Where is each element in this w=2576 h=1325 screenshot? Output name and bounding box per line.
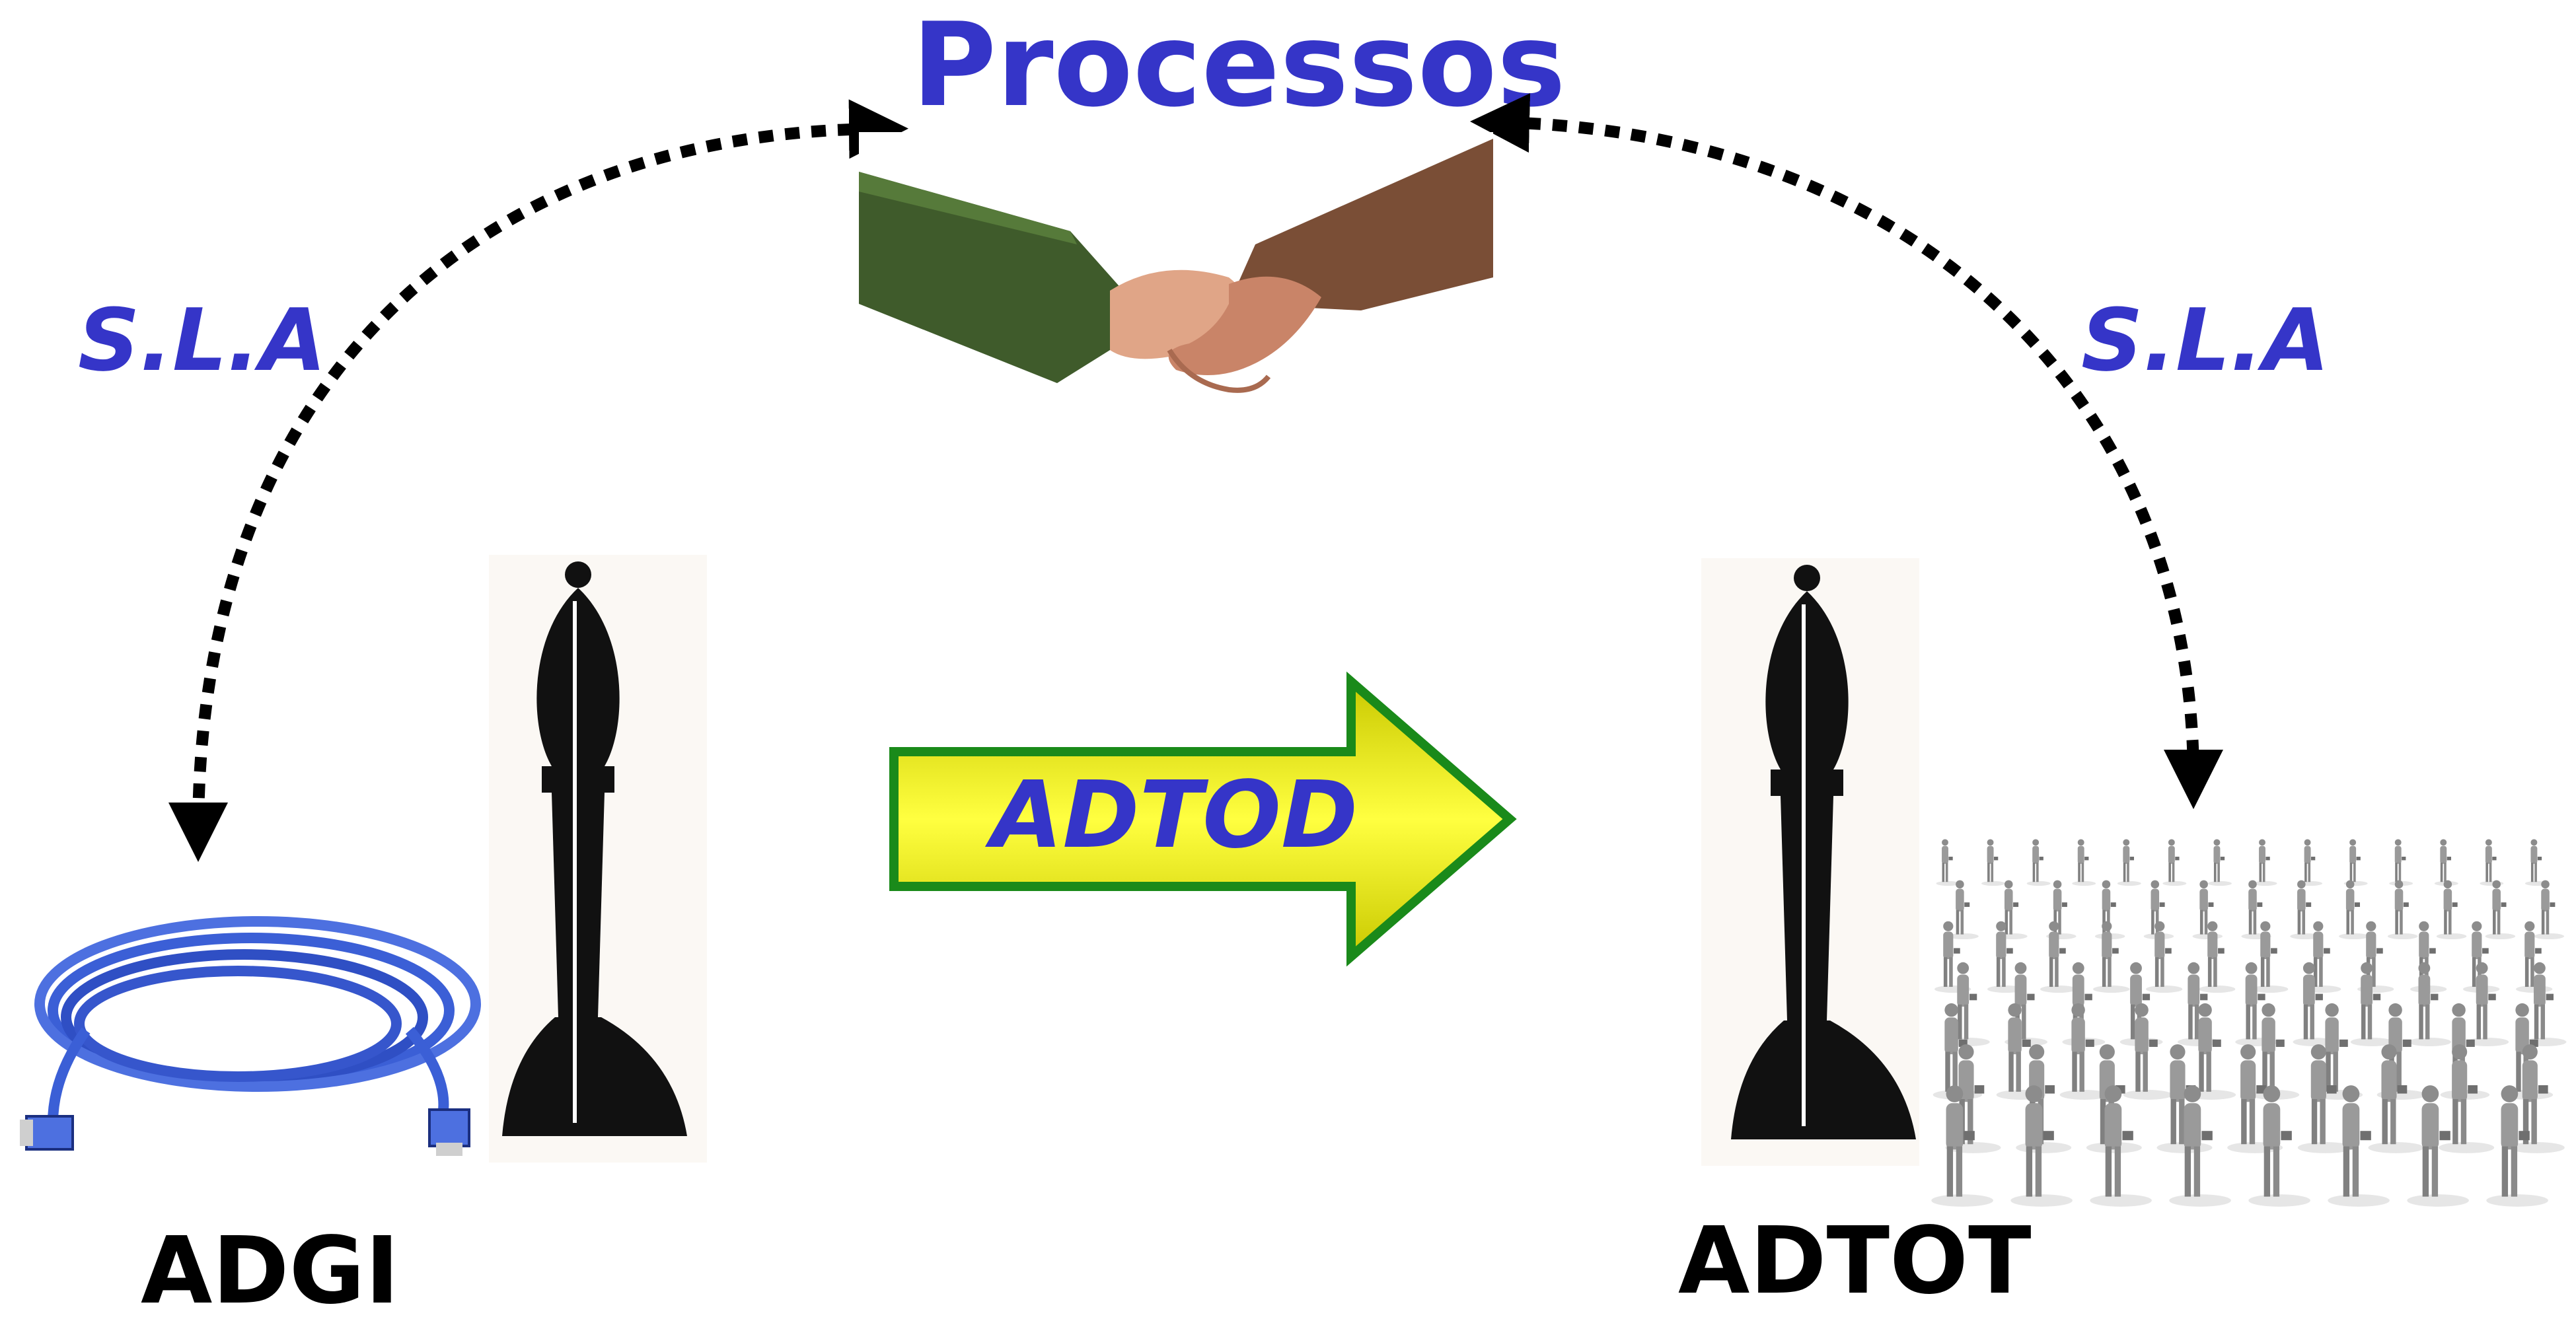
crowd-person bbox=[2093, 921, 2130, 993]
crowd-person bbox=[2407, 1085, 2469, 1207]
crowd-person bbox=[2524, 839, 2549, 886]
arrow-label: ADTOD bbox=[991, 762, 1358, 869]
crowd-person bbox=[2045, 880, 2077, 940]
crowd-person bbox=[2534, 880, 2565, 940]
crowd-person bbox=[1948, 880, 1979, 940]
crowd-person bbox=[2368, 1044, 2424, 1153]
crowd-person bbox=[2072, 839, 2096, 886]
crowd-person bbox=[2123, 1003, 2173, 1100]
crowd-person bbox=[2293, 962, 2336, 1046]
crowd-person bbox=[2480, 839, 2504, 886]
crowd-person bbox=[2059, 1003, 2110, 1100]
crowd-person bbox=[2117, 839, 2141, 886]
crowd-person bbox=[2339, 880, 2369, 940]
sla-right-connector bbox=[1470, 93, 2223, 809]
adgi-label: ADGI bbox=[141, 1217, 400, 1325]
crowd-person bbox=[2389, 839, 2413, 886]
crowd-person bbox=[2439, 1044, 2495, 1153]
crowd-person bbox=[2010, 1085, 2073, 1207]
crowd-person bbox=[1987, 921, 2024, 993]
crowd-person bbox=[2253, 839, 2277, 886]
crowd-person bbox=[2192, 880, 2223, 940]
crowd-person bbox=[2523, 962, 2567, 1046]
crowd-person bbox=[2040, 921, 2077, 993]
crowd-person bbox=[2090, 1085, 2152, 1207]
network-cable-icon bbox=[20, 916, 481, 1156]
crowd-person bbox=[2199, 921, 2236, 993]
crowd-person bbox=[2387, 880, 2418, 940]
chess-bishop-icon-right bbox=[1701, 558, 1919, 1166]
crowd-person bbox=[1936, 839, 1960, 886]
sla-label-right: S.L.A bbox=[2081, 290, 2330, 390]
crowd-person bbox=[2169, 1085, 2231, 1207]
crowd-person bbox=[2235, 962, 2279, 1046]
crowd-person bbox=[1931, 1085, 1993, 1207]
transition-arrow bbox=[889, 671, 1517, 967]
crowd-person bbox=[2156, 1044, 2213, 1153]
crowd-person bbox=[2252, 921, 2289, 993]
crowd-person bbox=[2290, 880, 2320, 940]
crowd-person bbox=[2486, 1085, 2548, 1207]
crowd-person bbox=[2094, 880, 2125, 940]
crowd-people-icon bbox=[1931, 839, 2567, 1207]
crowd-person bbox=[2408, 962, 2451, 1046]
crowd-person bbox=[2350, 962, 2394, 1046]
handshake-icon bbox=[859, 132, 1493, 449]
crowd-person bbox=[2343, 839, 2368, 886]
crowd-person bbox=[2086, 1044, 2142, 1153]
crowd-person bbox=[2434, 839, 2458, 886]
crowd-person bbox=[2026, 839, 2051, 886]
crowd-person bbox=[1932, 1003, 1983, 1100]
crowd-person bbox=[2146, 921, 2183, 993]
crowd-person bbox=[2299, 839, 2323, 886]
crowd-person bbox=[2328, 1085, 2390, 1207]
crowd-person bbox=[2509, 1044, 2565, 1153]
crowd-person bbox=[2162, 839, 2187, 886]
crowd-person bbox=[2207, 839, 2232, 886]
chess-bishop-icon-left bbox=[489, 555, 707, 1163]
adtot-label: ADTOT bbox=[1678, 1207, 2032, 1315]
crowd-person bbox=[1981, 839, 2006, 886]
crowd-person bbox=[2248, 1085, 2310, 1207]
crowd-person bbox=[2436, 880, 2467, 940]
crowd-person bbox=[2485, 880, 2516, 940]
crowd-person bbox=[2466, 962, 2509, 1046]
sla-label-left: S.L.A bbox=[78, 290, 326, 390]
crowd-person bbox=[2297, 1044, 2353, 1153]
